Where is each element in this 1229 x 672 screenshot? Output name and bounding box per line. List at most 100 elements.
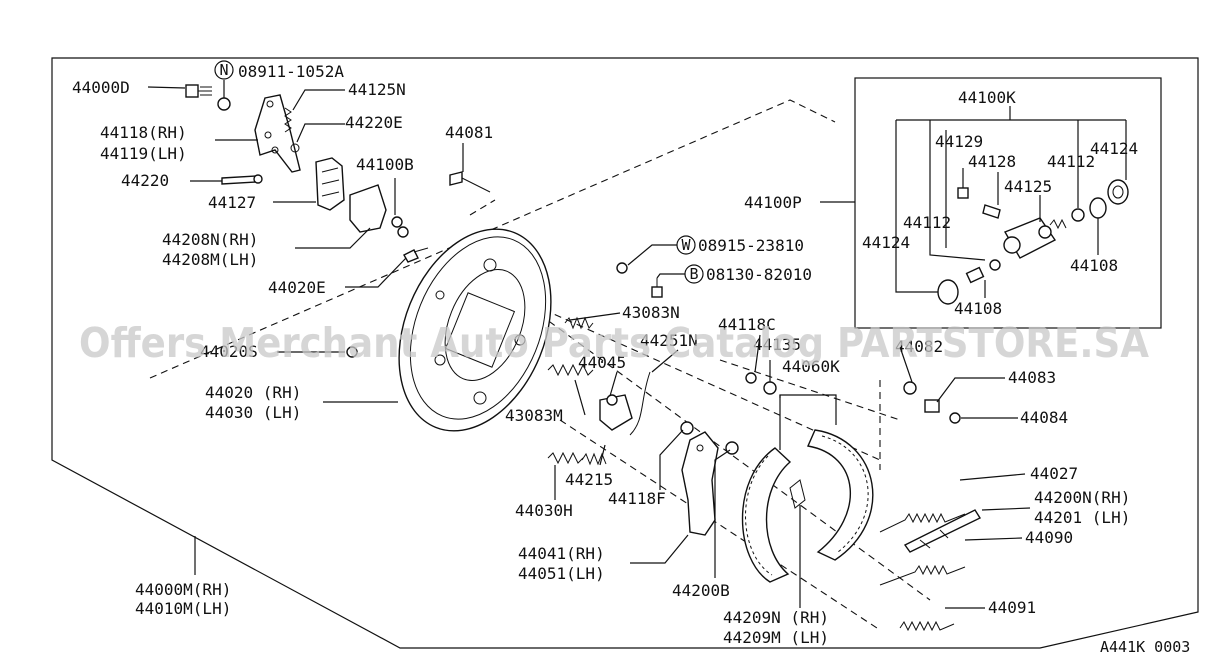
label-kit-44100K: 44100K (958, 88, 1016, 107)
wheel-cylinder-body-44100P (1003, 217, 1057, 259)
label-44051: 44051(LH) (518, 564, 605, 583)
label-44000M: 44000M(RH) (135, 580, 231, 599)
label-08915: 08915-23810 (698, 236, 804, 255)
adjuster-44127 (315, 157, 345, 211)
spring-44125N (284, 107, 292, 133)
clip-44118F (680, 421, 694, 435)
clip-44135 (763, 381, 777, 395)
label-44220: 44220 (121, 171, 169, 190)
clip-44220E (290, 143, 300, 153)
spring-43083N (564, 316, 594, 330)
wheel-cylinder-44100B (349, 184, 409, 238)
watermark: Offers Merchant Auto Parts Catalog PARTS… (79, 319, 1149, 367)
label-44091: 44091 (988, 598, 1036, 617)
label-43083N: 43083N (622, 303, 680, 322)
label-44083: 44083 (1008, 368, 1056, 387)
washer-44200B (725, 441, 739, 455)
spring-44084 (949, 412, 961, 424)
piston-44108-right (1089, 197, 1107, 219)
bleeder-44081 (449, 171, 491, 193)
spring-44090 (879, 564, 966, 586)
cup-44083 (924, 399, 940, 413)
brake-shoe-rear-44060K (807, 429, 874, 561)
spring-44125-kit (1049, 218, 1067, 230)
symbol-w: W (681, 236, 691, 254)
leader-lines (147, 80, 1127, 609)
label-44251N: 44251N (640, 331, 698, 350)
label-kit-44128: 44128 (968, 152, 1016, 171)
retainer-44209 (789, 479, 806, 509)
label-44215: 44215 (565, 470, 613, 489)
label-44200B: 44200B (672, 581, 730, 600)
spring-43083M (547, 363, 594, 377)
pin-44220 (221, 174, 263, 185)
spring-44030H (547, 451, 584, 465)
label-44041: 44041(RH) (518, 544, 605, 563)
part-labels: 44000D 08911-1052A 44125N 44118(RH) 4411… (72, 62, 1190, 656)
label-kit-44125: 44125 (1004, 177, 1052, 196)
symbol-b: B (689, 265, 698, 283)
label-44020S: 44020S (200, 342, 258, 361)
piston-44108-left (965, 259, 1001, 284)
circled-symbols: N W B (214, 60, 704, 284)
bolt-44000D (185, 84, 212, 98)
label-44220E: 44220E (345, 113, 403, 132)
bleeder-44128 (982, 204, 1001, 219)
label-44010M: 44010M(LH) (135, 599, 231, 618)
label-44030: 44030 (LH) (205, 403, 301, 422)
bolt-44020E (403, 247, 429, 263)
shoe-lever-44041 (681, 431, 719, 536)
plug-44020S (346, 346, 358, 358)
label-kit-44112-left: 44112 (903, 213, 951, 232)
label-kit-44112-right: 44112 (1047, 152, 1095, 171)
label-kit-44124-right: 44124 (1090, 139, 1138, 158)
label-kit-44129: 44129 (935, 132, 983, 151)
spring-44215 (581, 452, 607, 466)
cup-44112-right (1071, 208, 1085, 222)
label-44209N: 44209N (RH) (723, 608, 829, 627)
label-08911: 08911-1052A (238, 62, 344, 81)
label-44201: 44201 (LH) (1034, 508, 1130, 527)
label-44030H: 44030H (515, 501, 573, 520)
label-kit-44108-left: 44108 (954, 299, 1002, 318)
perspective-guide-lines (149, 99, 931, 631)
label-44082: 44082 (895, 337, 943, 356)
label-44045: 44045 (578, 353, 626, 372)
backing-plate (398, 228, 552, 432)
label-44060K: 44060K (782, 357, 840, 376)
label-44020: 44020 (RH) (205, 383, 301, 402)
label-08130: 08130-82010 (706, 265, 812, 284)
label-44208M: 44208M(LH) (162, 250, 258, 269)
label-44081: 44081 (445, 123, 493, 142)
nut-08911 (217, 97, 231, 111)
label-44118C: 44118C (718, 315, 776, 334)
label-44118: 44118(RH) (100, 123, 187, 142)
assembly-outline (51, 57, 1199, 649)
label-44000D: 44000D (72, 78, 130, 97)
label-44119: 44119(LH) (100, 144, 187, 163)
adjuster-44200N (903, 509, 982, 553)
spring-44091 (899, 620, 955, 632)
wheel-cylinder-kit-box (854, 77, 1162, 329)
boot-44124-right (1107, 179, 1129, 205)
cable-44251N (629, 371, 651, 436)
label-kit-44108-right: 44108 (1070, 256, 1118, 275)
label-44100P: 44100P (744, 193, 802, 212)
washer-08915 (616, 262, 628, 274)
label-44125N: 44125N (348, 80, 406, 99)
symbol-n: N (219, 61, 228, 79)
lever-44118 (254, 94, 301, 173)
label-44084: 44084 (1020, 408, 1068, 427)
label-44200N: 44200N(RH) (1034, 488, 1130, 507)
pin-44082 (903, 381, 917, 395)
label-44135: 44135 (753, 335, 801, 354)
label-44027: 44027 (1030, 464, 1078, 483)
label-44020E: 44020E (268, 278, 326, 297)
bolt-08130 (651, 278, 663, 298)
cap-44129 (957, 187, 969, 199)
label-44208N: 44208N(RH) (162, 230, 258, 249)
label-kit-44124-left: 44124 (862, 233, 910, 252)
label-44118F: 44118F (608, 489, 666, 508)
label-44209M: 44209M (LH) (723, 628, 829, 647)
